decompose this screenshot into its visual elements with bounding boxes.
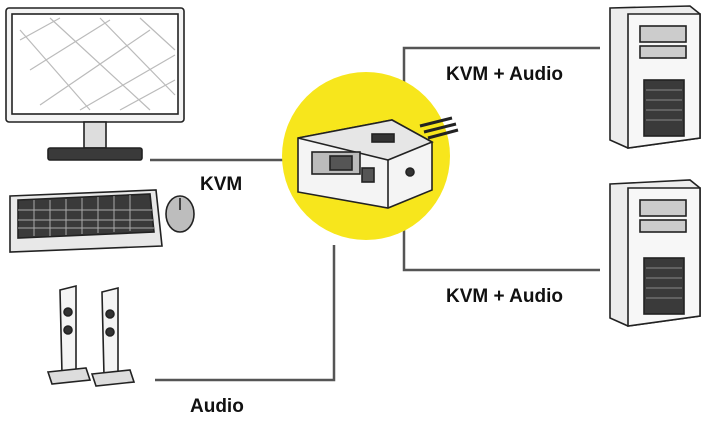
switch-to-pc2-line <box>402 222 600 272</box>
mouse-icon <box>165 195 195 233</box>
computer-tower-icon <box>609 179 701 327</box>
speaker-icon <box>46 284 136 387</box>
audio-label: Audio <box>190 396 244 417</box>
kvm-switch-icon <box>297 116 459 209</box>
keyboard-icon <box>9 189 163 253</box>
kvm-label: KVM <box>200 174 243 195</box>
pc1-link-label: KVM + Audio <box>446 64 563 85</box>
pc2-link-label: KVM + Audio <box>446 286 563 307</box>
monitor-icon <box>5 7 185 161</box>
computer-tower-icon <box>609 5 701 149</box>
audio-to-switch-line <box>155 245 336 382</box>
